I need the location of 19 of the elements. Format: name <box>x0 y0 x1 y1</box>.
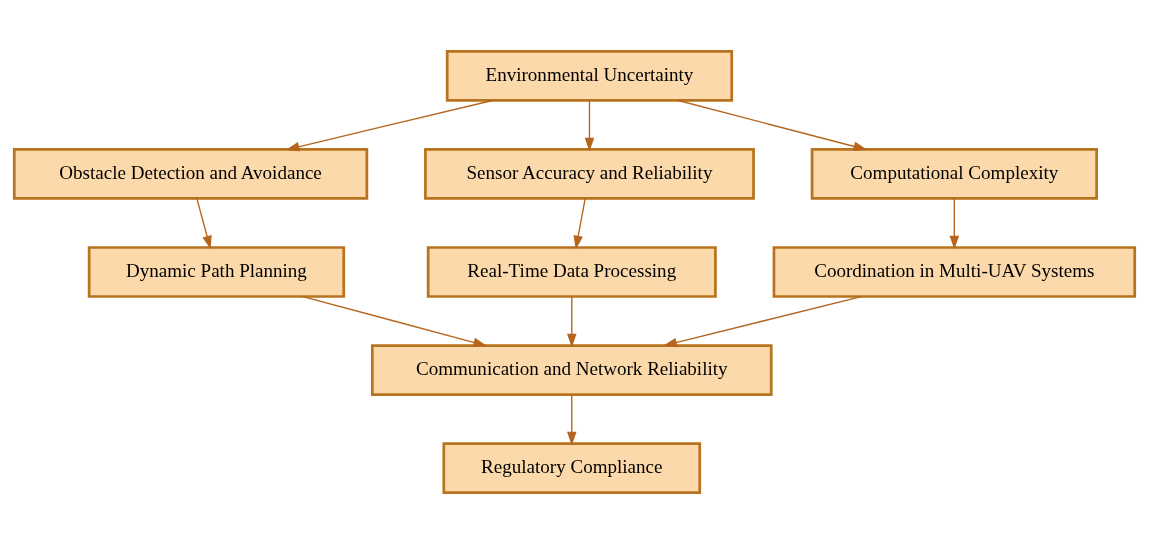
node-box: Obstacle Detection and Avoidance <box>12 148 369 200</box>
node-box: Regulatory Compliance <box>442 442 702 494</box>
arrow <box>663 295 862 348</box>
arrow <box>302 295 487 347</box>
node-box: Computational Complexity <box>810 148 1098 200</box>
node-box: Environmental Uncertainty <box>445 50 734 102</box>
node-box: Dynamic Path Planning <box>87 246 346 298</box>
arrow <box>949 198 960 250</box>
arrow <box>573 198 586 250</box>
arrow <box>584 100 595 152</box>
node-box: Sensor Accuracy and Reliability <box>424 148 755 200</box>
node-box: Coordination in Multi-UAV Systems <box>772 246 1137 298</box>
arrow <box>677 99 868 151</box>
arrow <box>567 296 577 348</box>
arrow <box>567 394 577 446</box>
node-box: Real-Time Data Processing <box>426 246 717 298</box>
arrow <box>196 198 212 250</box>
arrow <box>285 99 494 152</box>
node-box: Communication and Network Reliability <box>370 344 773 396</box>
